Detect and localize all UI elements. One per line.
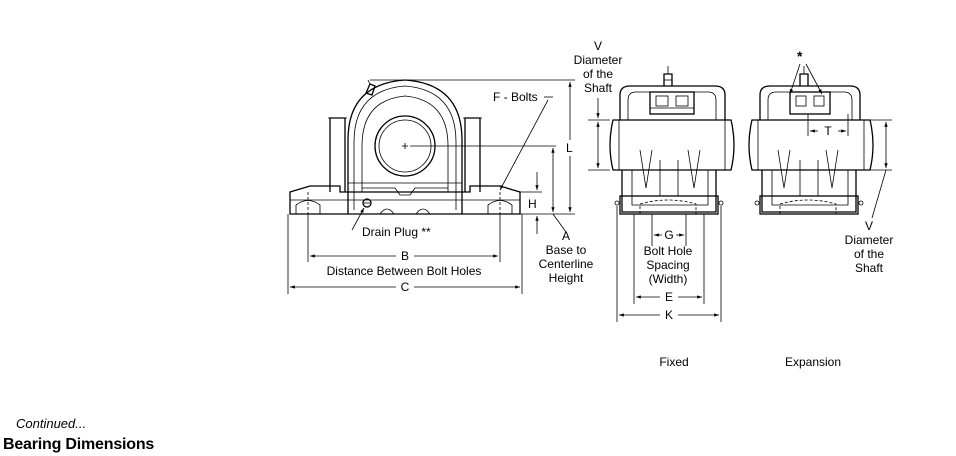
label-star: * [797, 48, 803, 64]
label-v-top-3: of the [583, 67, 613, 81]
caption-fixed: Fixed [659, 355, 688, 369]
label-c: C [401, 280, 410, 294]
expansion-side-view [748, 66, 874, 215]
label-v-top-4: Shaft [584, 81, 613, 95]
fixed-side-view [609, 66, 735, 215]
label-g-2: Spacing [646, 258, 689, 272]
label-g-3: (Width) [649, 272, 688, 286]
expansion-view-dimensions [789, 63, 892, 219]
label-g-1: Bolt Hole [644, 244, 693, 258]
label-b: B [401, 249, 409, 263]
label-a-4: Height [549, 271, 584, 285]
label-k: K [665, 308, 673, 322]
label-v-top-2: Diameter [574, 53, 623, 67]
label-l: L [566, 141, 573, 155]
fixed-view-dimensions [588, 98, 722, 322]
label-t: T [824, 124, 832, 138]
label-e: E [665, 290, 673, 304]
label-a-3: Centerline [539, 257, 594, 271]
label-v-right-4: Shaft [855, 261, 884, 275]
label-drain-plug: Drain Plug ** [362, 225, 431, 239]
label-a-1: A [562, 229, 570, 243]
continued-note: Continued... [16, 416, 87, 431]
section-heading: Bearing Dimensions [3, 436, 155, 453]
caption-expansion: Expansion [785, 355, 841, 369]
label-b-desc: Distance Between Bolt Holes [327, 264, 482, 278]
label-v-top-1: V [594, 39, 602, 53]
label-v-right-1: V [865, 219, 873, 233]
label-h: H [528, 197, 537, 211]
label-f-bolts: F - Bolts [493, 90, 538, 104]
label-a-2: Base to [546, 243, 587, 257]
front-view-pillow-block [289, 79, 521, 215]
label-g: G [664, 228, 673, 242]
label-v-right-3: of the [854, 247, 884, 261]
dimension-labels: V Diameter of the Shaft F - Bolts L H Dr… [327, 39, 894, 369]
label-v-right-2: Diameter [845, 233, 894, 247]
front-view-dimensions [287, 79, 575, 294]
